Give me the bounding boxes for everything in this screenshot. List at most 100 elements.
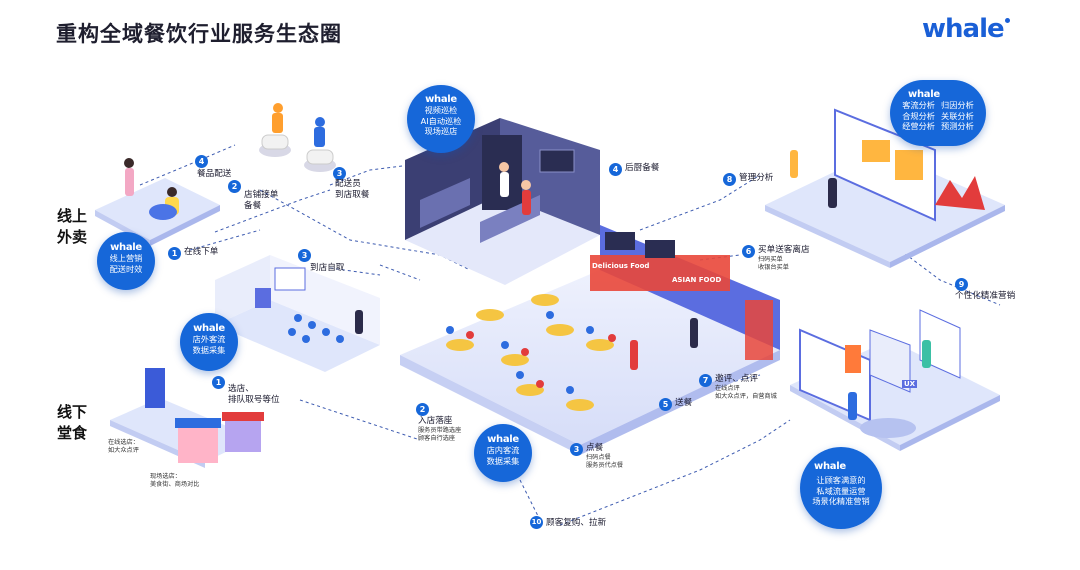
step-seating: 2 入店落座 服务员带路选座 顾客自行选座 — [416, 403, 461, 443]
bubble-text: 现场巡店 — [424, 126, 458, 136]
bubble-text: 私域流量运营 — [816, 485, 866, 496]
bubble-brand: whale — [425, 94, 457, 105]
step-number: 3 — [570, 443, 583, 456]
step-kitchen-prep: 4 后厨备餐 — [609, 163, 659, 176]
step-number: 4 — [195, 155, 208, 168]
side-label-online-line2: 外卖 — [56, 228, 87, 246]
step-label: 配送员 到店取餐 — [335, 179, 370, 200]
side-label-online-line1: 线上 — [56, 207, 87, 225]
counter-sign-b: ASIAN FOOD — [672, 276, 722, 284]
bubble-brand: whale — [908, 89, 940, 100]
bubble-outstore-flow: whale 店外客流 数据采集 — [180, 313, 238, 371]
step-sublabel: 在线点评 如大众点评，自营商城 — [715, 385, 777, 400]
step-label: 点餐 — [586, 443, 604, 453]
pickup-room — [215, 255, 380, 372]
step-number: 1 — [212, 376, 225, 389]
dining-hall — [400, 225, 780, 455]
logo-dot-icon — [1004, 18, 1010, 23]
step-sublabel: 扫码点餐 服务员代点餐 — [586, 454, 624, 469]
step-number: 3 — [333, 167, 346, 180]
step-label: 店铺接单 备餐 — [244, 190, 279, 211]
step-label: 选店、 排队取号等位 — [228, 384, 280, 405]
step-repurchase: 10 顾客复购、拉新 — [530, 516, 606, 529]
step-number: 3 — [298, 249, 311, 262]
page-title: 重构全域餐饮行业服务生态圈 — [56, 22, 342, 46]
step-label: 在线下单 — [184, 247, 219, 257]
step-number: 9 — [955, 278, 968, 291]
brand-logo-text: whale — [922, 14, 1005, 44]
step-number: 8 — [723, 173, 736, 186]
step-food-delivery: 4 餐品配送 — [195, 155, 231, 180]
note-onsite-select: 现场选店： 美食街、商场对比 — [150, 473, 200, 488]
bubble-text: 归因分析 — [941, 100, 974, 110]
step-store-accept: 2 店铺接单 备餐 — [228, 180, 278, 212]
bubble-brand: whale — [193, 323, 225, 334]
step-sublabel: 服务员带路选座 顾客自行选座 — [418, 427, 462, 442]
step-label: 管理分析 — [739, 173, 774, 183]
bubble-text: 线上营销 — [109, 253, 143, 263]
counter-sign-a: Delicious Food — [592, 262, 650, 270]
step-label: 送餐 — [675, 398, 693, 408]
step-sublabel: 扫码买单 收银台买单 — [758, 256, 789, 271]
step-number: 10 — [530, 516, 543, 529]
analytics-scene — [765, 108, 1005, 268]
step-number: 4 — [609, 163, 622, 176]
bubble-instore-flow: whale 店内客流 数据采集 — [474, 424, 532, 482]
side-label-offline-line2: 堂食 — [56, 424, 87, 442]
step-select-queue: 1 选店、 排队取号等位 — [212, 376, 280, 406]
step-number: 7 — [699, 374, 712, 387]
bubble-online-marketing: whale 线上营销 配送时效 — [97, 232, 155, 290]
step-label: 到店自取 — [310, 263, 345, 273]
step-label: 邀评、点评 — [715, 374, 758, 384]
screen-tag: UX — [902, 380, 918, 388]
step-rider-pickup: 3 配送员 到店取餐 — [333, 167, 369, 201]
bubble-text: 视频巡检 — [424, 105, 458, 115]
step-serve: 5 送餐 — [659, 398, 692, 411]
step-self-pickup: 3 到店自取 — [298, 249, 344, 274]
bubble-brand: whale — [814, 461, 846, 472]
step-online-order: 1 在线下单 — [168, 247, 218, 260]
delivery-riders — [259, 103, 336, 172]
bubble-brand: whale — [487, 434, 519, 445]
bubble-text: 场景化精准营销 — [812, 496, 870, 506]
bubble-text: 数据采集 — [192, 344, 226, 355]
step-label: 餐品配送 — [197, 169, 232, 179]
kitchen-scene — [405, 118, 600, 285]
bubble-text: 数据采集 — [486, 455, 520, 466]
bubble-text: 经营分析 — [902, 121, 935, 131]
bubble-text: 预测分析 — [941, 121, 974, 131]
step-label: 个性化精准营销 — [955, 291, 1016, 301]
step-review: 7 邀评、点评 在线点评 如大众点评，自营商城 — [699, 374, 777, 401]
storefront-scene — [110, 368, 264, 468]
step-label: 入店落座 — [418, 416, 453, 426]
bubble-text: 让顾客满意的 — [816, 475, 866, 485]
side-label-offline: 线下 堂食 — [54, 402, 90, 444]
side-label-offline-line1: 线下 — [56, 403, 87, 421]
step-number: 6 — [742, 245, 755, 258]
marketing-scene — [790, 309, 1000, 451]
bubble-private-traffic: whale 让顾客满意的 私域流量运营 场景化精准营销 — [800, 447, 882, 529]
step-precision-marketing: 9 个性化精准营销 — [955, 278, 1015, 302]
step-label: 后厨备餐 — [625, 163, 660, 173]
bubble-text: 店内客流 — [486, 445, 520, 455]
step-label: 买单送客离店 — [758, 245, 810, 255]
bubble-text: AI自动巡检 — [420, 115, 462, 126]
step-management: 8 管理分析 — [723, 173, 773, 186]
bubble-text: 合规分析 — [902, 110, 935, 121]
bubble-text: 配送时效 — [109, 263, 143, 274]
step-number: 2 — [416, 403, 429, 416]
step-label: 顾客复购、拉新 — [546, 518, 607, 528]
bubble-analytics: whale 客流分析合规分析经营分析 归因分析关联分析预测分析 — [890, 80, 986, 146]
bubble-text: 客流分析 — [902, 100, 935, 110]
bubble-brand: whale — [110, 242, 142, 253]
brand-logo: whale — [922, 14, 1010, 44]
bubble-text: 关联分析 — [941, 110, 974, 121]
step-number: 1 — [168, 247, 181, 260]
bubble-text: 店外客流 — [192, 334, 226, 344]
side-label-online: 线上 外卖 — [54, 206, 90, 248]
step-order-food: 3 点餐 扫码点餐 服务员代点餐 — [570, 443, 623, 470]
note-online-select: 在线选店： 如大众点评 — [108, 439, 139, 454]
bubble-kitchen-inspection: whale 视频巡检 AI自动巡检 现场巡店 — [407, 85, 475, 153]
step-number: 2 — [228, 180, 241, 193]
